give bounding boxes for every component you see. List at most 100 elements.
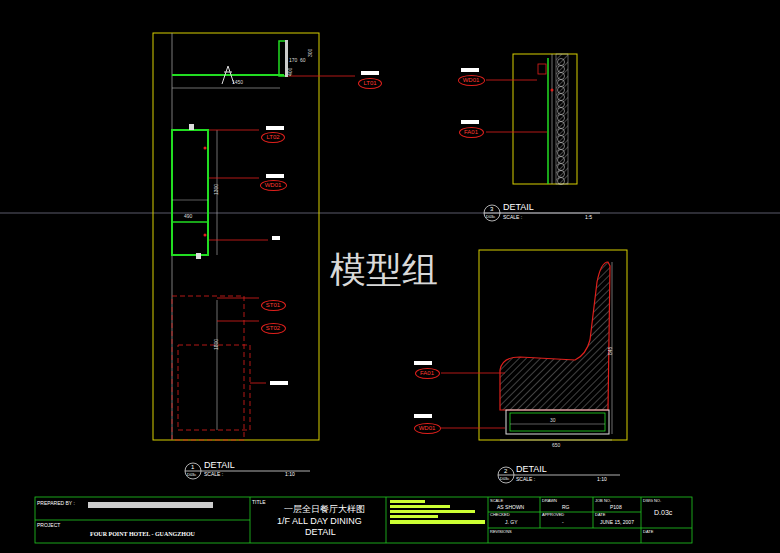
detail-number: 2 bbox=[504, 468, 507, 474]
callout-oval: LT01 bbox=[358, 78, 382, 89]
insulation-symbol bbox=[558, 59, 565, 185]
detail-number: 3 bbox=[490, 206, 493, 212]
marker-dot bbox=[204, 234, 207, 237]
insulation-loop bbox=[558, 59, 565, 66]
drawing-number: D.03c bbox=[654, 509, 672, 516]
field-label: CHECKED bbox=[490, 513, 510, 517]
callout-code: ST01 bbox=[266, 302, 280, 308]
dimension: 1800 bbox=[214, 339, 219, 350]
field-label: TITLE bbox=[252, 500, 266, 505]
insulation-loop bbox=[558, 164, 565, 171]
lamp-symbol bbox=[224, 72, 232, 73]
detail-frame bbox=[513, 54, 577, 184]
insulation-loop bbox=[558, 108, 565, 115]
field-label: DWG NO. bbox=[643, 499, 661, 503]
detail-title: DETAIL bbox=[503, 203, 534, 212]
panel-line bbox=[552, 54, 553, 184]
dimension: 490 bbox=[184, 214, 192, 219]
callout-oval: WD01 bbox=[260, 180, 287, 191]
dimension: 1450 bbox=[232, 80, 243, 85]
shelf-line bbox=[172, 74, 284, 76]
shelf-end bbox=[279, 41, 287, 76]
fixing bbox=[189, 124, 194, 130]
dimension: 650 bbox=[552, 443, 560, 448]
field-value: RG bbox=[562, 505, 570, 510]
insulation-loop bbox=[558, 115, 565, 122]
insulation-loop bbox=[558, 66, 565, 73]
field-value: - bbox=[562, 520, 564, 525]
insulation-loop bbox=[558, 101, 565, 108]
callout-oval: FA01 bbox=[459, 127, 484, 138]
dimension: 845 bbox=[608, 347, 613, 355]
sofa-section bbox=[500, 262, 610, 410]
dimension: 1300 bbox=[214, 184, 219, 195]
dimension: 60 bbox=[300, 58, 306, 63]
detail-number: 1 bbox=[191, 464, 194, 470]
dimension: 300 bbox=[308, 49, 313, 57]
drawing-title: DETAIL bbox=[305, 528, 336, 537]
insulation-loop bbox=[558, 129, 565, 136]
scale-value: 1:10 bbox=[285, 472, 295, 477]
scale-label: SCALE : bbox=[204, 472, 223, 477]
insulation-loop bbox=[558, 178, 565, 185]
cross-line bbox=[0, 213, 780, 214]
field-label: PREPARED BY : bbox=[37, 501, 75, 506]
watermark: 模型组 bbox=[330, 252, 438, 288]
callout-code: ST02 bbox=[266, 325, 280, 331]
callout-code: LT01 bbox=[363, 80, 376, 86]
panel-line bbox=[547, 58, 549, 184]
insulation-loop bbox=[558, 94, 565, 101]
tag-bars bbox=[266, 68, 479, 418]
sheet-ref: D03c bbox=[500, 477, 509, 481]
callout-oval: ST01 bbox=[261, 300, 286, 311]
field-label: JOB NO. bbox=[595, 499, 611, 503]
fixing bbox=[196, 253, 201, 259]
title-block bbox=[35, 497, 692, 543]
project-name: FOUR POINT HOTEL - GUANGZHOU bbox=[90, 531, 195, 537]
sheet-ref: D03c bbox=[486, 215, 495, 219]
cabinet-shelf bbox=[172, 221, 208, 223]
leader-line bbox=[441, 373, 505, 374]
insulation-loop bbox=[558, 157, 565, 164]
insulation-loop bbox=[558, 122, 565, 129]
field-label: REVISIONS bbox=[490, 530, 512, 534]
table-outline bbox=[178, 345, 250, 430]
field-value: P108 bbox=[610, 505, 622, 510]
marker-dot bbox=[204, 147, 207, 150]
detail-title: DETAIL bbox=[516, 465, 547, 474]
scale-label: SCALE : bbox=[503, 215, 522, 220]
field-label: DATE bbox=[595, 513, 605, 517]
insulation-loop bbox=[558, 150, 565, 157]
callout-oval: LT02 bbox=[261, 132, 285, 143]
callout-code: WD01 bbox=[419, 425, 436, 431]
field-label: DATE bbox=[643, 530, 653, 534]
drawing-title: 一层全日餐厅大样图 bbox=[284, 505, 365, 514]
dimension-line bbox=[172, 88, 280, 89]
wall-hatch bbox=[556, 54, 568, 184]
callout-code: WD01 bbox=[463, 77, 480, 83]
leader-lines bbox=[209, 76, 355, 383]
dimension: 400 bbox=[288, 68, 293, 76]
leader-line bbox=[441, 428, 505, 429]
callout-code: FA01 bbox=[420, 370, 434, 376]
field-label: DRAWN bbox=[542, 499, 557, 503]
sheet-ref: D03c bbox=[187, 473, 196, 477]
sofa-base bbox=[506, 410, 609, 434]
field-label: APPROVED bbox=[542, 513, 564, 517]
insulation-loop bbox=[558, 80, 565, 87]
field-value: J. GY bbox=[505, 520, 518, 525]
sofa-base-inner bbox=[510, 413, 605, 431]
field-label: PROJECT bbox=[37, 523, 60, 528]
callout-oval: ST02 bbox=[261, 323, 286, 334]
scale-label: SCALE : bbox=[516, 477, 535, 482]
field-value: AS SHOWN bbox=[497, 505, 524, 510]
dimension-line bbox=[217, 300, 218, 430]
dimension: 30 bbox=[550, 418, 556, 423]
insulation-loop bbox=[558, 73, 565, 80]
cabinet bbox=[172, 130, 208, 255]
leader-line bbox=[486, 132, 547, 133]
scale-value: 1:5 bbox=[585, 215, 592, 220]
dimension: 170 bbox=[289, 58, 297, 63]
callout-code: FA01 bbox=[464, 129, 478, 135]
trim-profile bbox=[538, 64, 546, 74]
